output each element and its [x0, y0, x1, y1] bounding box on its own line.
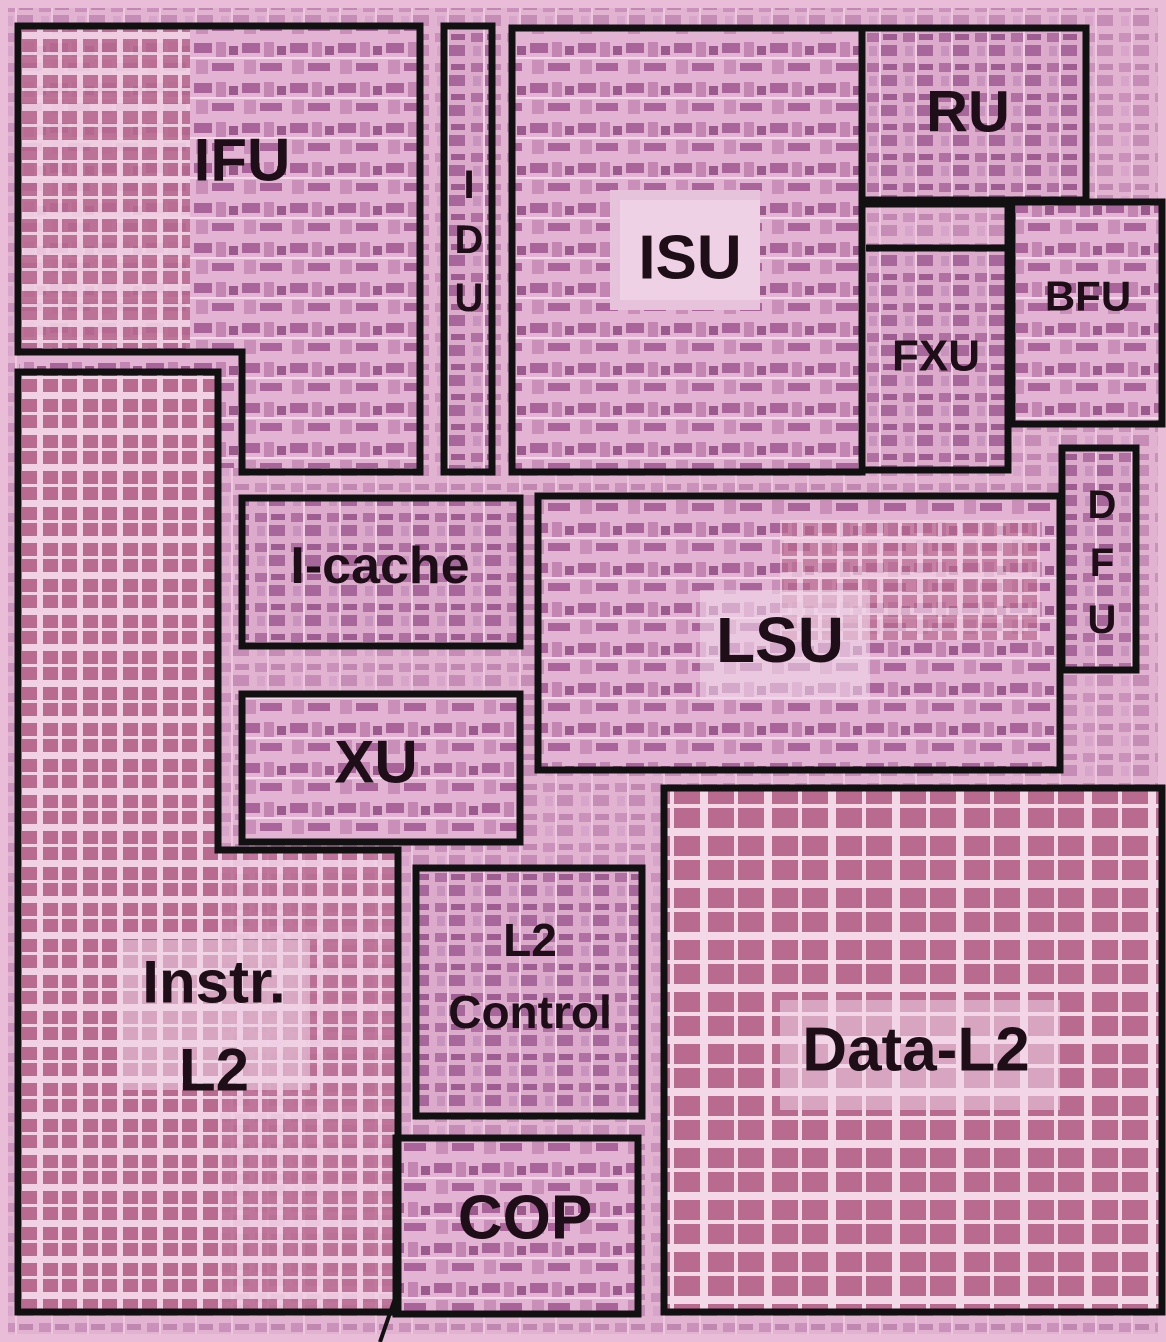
- bfu-outline: [1008, 198, 1166, 428]
- idu-label: I D U: [455, 163, 484, 320]
- icache-outline: [238, 494, 524, 650]
- instr-l2-label-line1: Instr.: [142, 949, 285, 1016]
- icache-label: I-cache: [290, 537, 469, 595]
- ifu-label: IFU: [194, 127, 291, 194]
- data-l2-label: Data-L2: [802, 1016, 1029, 1085]
- instr-l2-label-line2: L2: [179, 1037, 249, 1104]
- ru-outline: [862, 24, 1090, 204]
- cop-outline: [392, 1134, 642, 1318]
- l2-control-label-line2: Control: [448, 986, 612, 1038]
- ifu-outline: [14, 22, 424, 476]
- svg-text:I: I: [463, 163, 474, 207]
- svg-text:D: D: [1088, 483, 1117, 527]
- idu-outline: [440, 22, 496, 476]
- bfu-label: BFU: [1045, 273, 1131, 320]
- l2-control-label-line1: L2: [503, 914, 557, 966]
- xu-label: XU: [334, 729, 417, 796]
- svg-text:F: F: [1090, 541, 1114, 585]
- lsu-label: LSU: [716, 604, 844, 676]
- fxu-label: FXU: [892, 332, 980, 381]
- isu-label: ISU: [638, 224, 741, 293]
- lsu-outline: [534, 492, 1064, 774]
- isu-outline: [508, 24, 866, 476]
- instr-l2-outline: [14, 368, 402, 1316]
- dfu-label: D F U: [1088, 483, 1117, 642]
- xu-outline: [238, 690, 524, 846]
- svg-text:U: U: [1088, 598, 1117, 642]
- data-l2-outline: [660, 784, 1166, 1316]
- bottom-lead: [378, 1283, 402, 1342]
- svg-text:U: U: [455, 276, 484, 320]
- l2-control-outline: [412, 864, 646, 1120]
- svg-text:D: D: [455, 218, 484, 262]
- cop-label: COP: [458, 1184, 592, 1253]
- fxu-outline: [862, 200, 1012, 474]
- ru-label: RU: [926, 80, 1010, 145]
